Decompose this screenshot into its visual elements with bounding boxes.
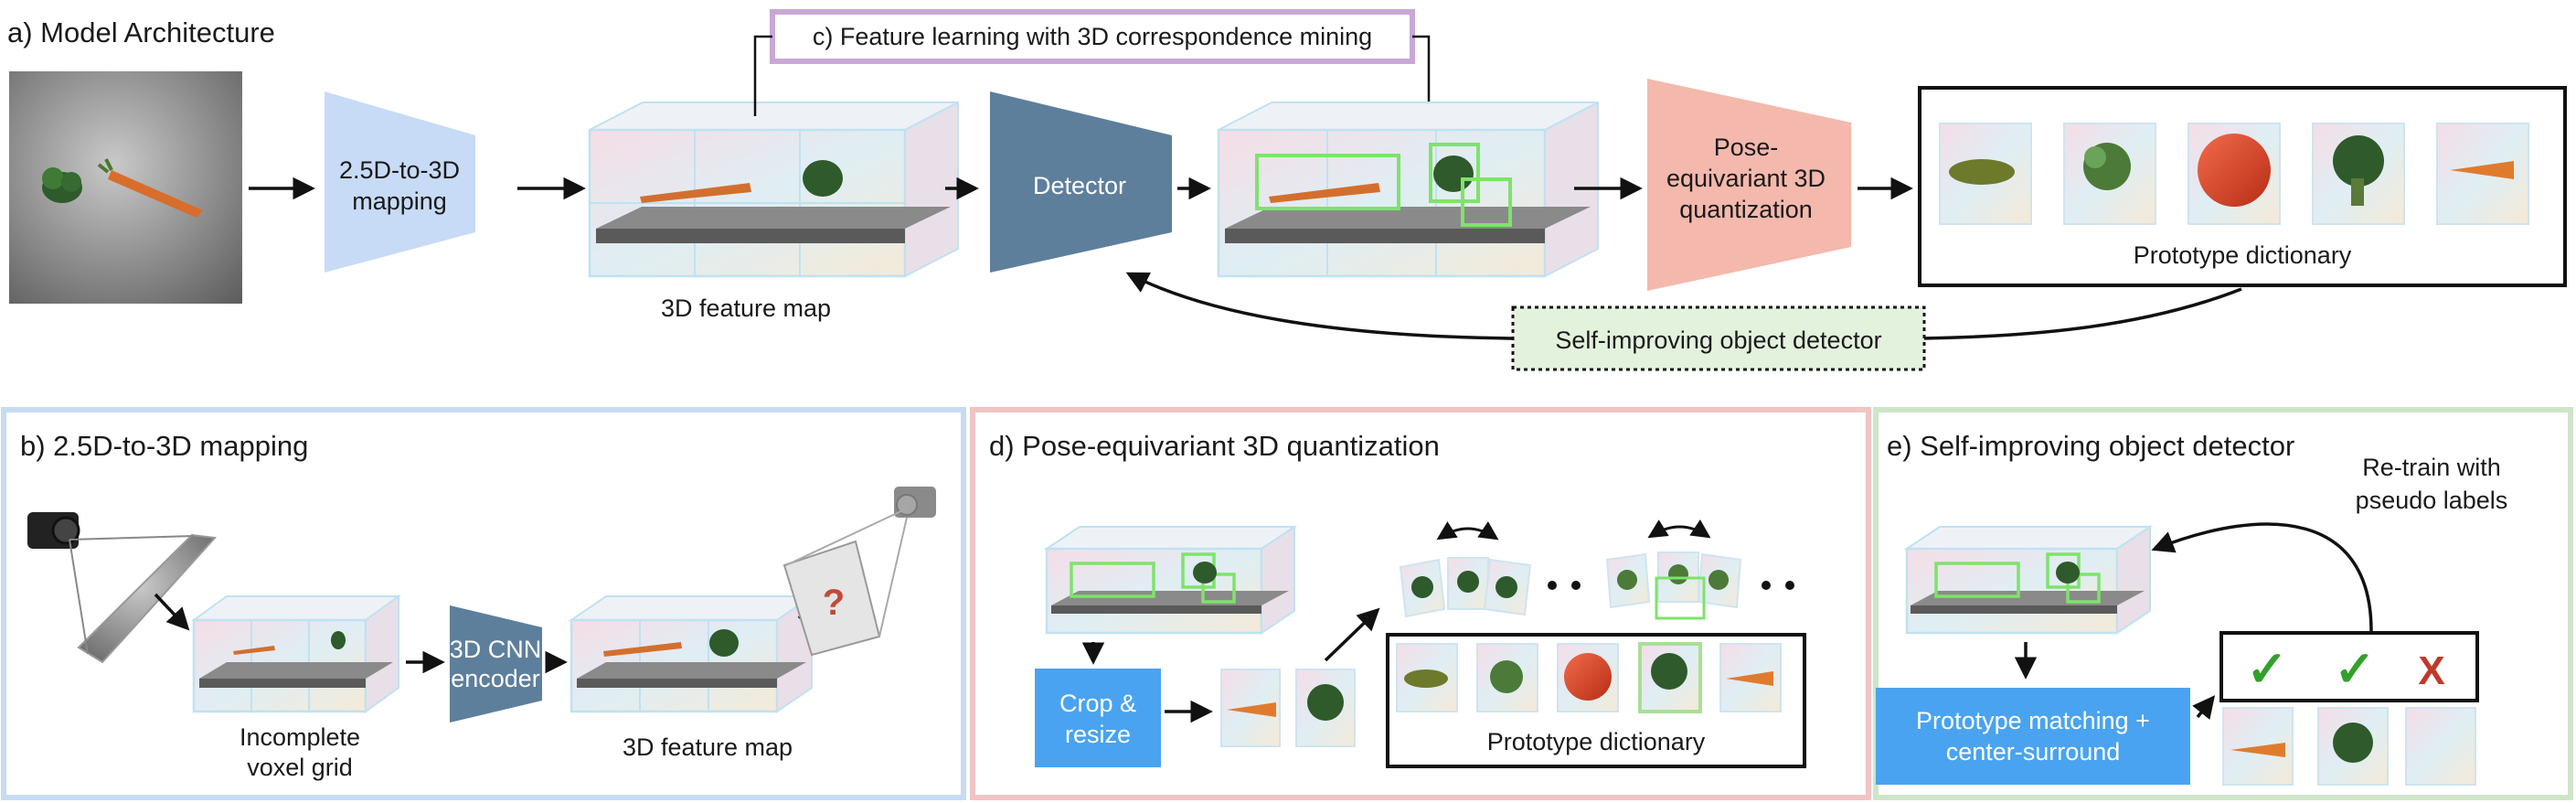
detector-module: Detector xyxy=(990,91,1172,273)
matching-line2: center-surround xyxy=(1946,738,2121,766)
check-icon-1: ✓ xyxy=(2246,642,2287,697)
left-camera-icon xyxy=(27,512,80,549)
retrain-line2: pseudo labels xyxy=(2356,487,2508,514)
matching-line1: Prototype matching + xyxy=(1916,707,2150,734)
crop-label-line1: Crop & xyxy=(1059,690,1136,717)
quant-label-line2: equivariant 3D xyxy=(1666,165,1826,192)
prototype-cucumber xyxy=(1939,123,2032,225)
prototype-dictionary-d: Prototype dictionary xyxy=(1386,633,1806,768)
self-improving-label: Self-improving object detector xyxy=(1555,327,1881,354)
prototype-matching-box: Prototype matching + center-surround xyxy=(1876,688,2190,785)
detection-cube-d xyxy=(1043,525,1298,635)
prototype-tomato xyxy=(2187,123,2281,225)
feature-map-cube xyxy=(588,101,959,278)
left-image-plane xyxy=(69,533,218,664)
panel-e-frame xyxy=(1873,407,2573,800)
candidate-crops xyxy=(2222,707,2476,786)
cross-icon: X xyxy=(2418,648,2444,693)
retrain-line1: Re-train with xyxy=(2362,454,2501,481)
panel-c-heading: c) Feature learning with 3D corresponden… xyxy=(813,23,1372,50)
detection-cube-e xyxy=(1903,525,2154,635)
detector-label: Detector xyxy=(1033,172,1126,199)
cnn-label-line1: 3D CNN xyxy=(450,636,542,663)
check-icon-2: ✓ xyxy=(2334,642,2375,697)
rotated-crops xyxy=(1399,519,1794,620)
mapping-module: 2.5D-to-3D mapping xyxy=(325,91,475,273)
cnn-label-line2: encoder xyxy=(451,665,540,692)
prototype-carrot xyxy=(2436,123,2529,225)
cnn-encoder-module: 3D CNN encoder xyxy=(450,605,542,723)
panel-b-frame xyxy=(1,407,966,800)
feature-map-cube-b xyxy=(568,594,815,713)
panel-d-frame xyxy=(970,407,1871,800)
voxel-caption-line2: voxel grid xyxy=(247,754,353,781)
crop-label-line2: resize xyxy=(1065,721,1131,748)
incomplete-voxel-grid xyxy=(190,594,402,713)
detection-cube xyxy=(1217,101,1599,278)
panel-b-heading: b) 2.5D-to-3D mapping xyxy=(20,430,308,462)
crop-resize-box: Crop & resize xyxy=(1035,669,1161,767)
quant-label-line1: Pose- xyxy=(1714,134,1779,161)
dictionary-caption-d: Prototype dictionary xyxy=(1487,728,1706,755)
prototype-lettuce xyxy=(2063,123,2156,225)
panel-c-callout: c) Feature learning with 3D corresponden… xyxy=(753,9,1431,116)
feature-map-caption: 3D feature map xyxy=(661,294,831,322)
panel-a-heading: a) Model Architecture xyxy=(7,16,275,48)
query-image-plane: ? xyxy=(782,508,908,657)
self-improving-box: Self-improving object detector xyxy=(1511,305,1926,371)
prototype-broccoli xyxy=(2312,123,2405,225)
panel-e-heading: e) Self-improving object detector xyxy=(1887,430,2294,462)
feature-map-caption-b: 3D feature map xyxy=(623,733,793,761)
panel-d-heading: d) Pose-equivariant 3D quantization xyxy=(989,430,1440,462)
mapping-label-line2: mapping xyxy=(352,187,447,215)
quantization-module: Pose- equivariant 3D quantization xyxy=(1647,79,1851,291)
prototype-dictionary: Prototype dictionary xyxy=(1918,86,2567,287)
cropped-objects xyxy=(1220,669,1356,747)
voxel-caption-line1: Incomplete xyxy=(240,723,360,751)
question-mark: ? xyxy=(823,583,845,623)
pseudo-label-results: ✓ ✓ X xyxy=(2219,631,2479,702)
input-image xyxy=(9,71,242,304)
mapping-label-line1: 2.5D-to-3D xyxy=(339,156,460,184)
dictionary-caption: Prototype dictionary xyxy=(2134,241,2352,269)
quant-label-line3: quantization xyxy=(1679,196,1813,223)
right-camera-icon xyxy=(894,487,936,518)
